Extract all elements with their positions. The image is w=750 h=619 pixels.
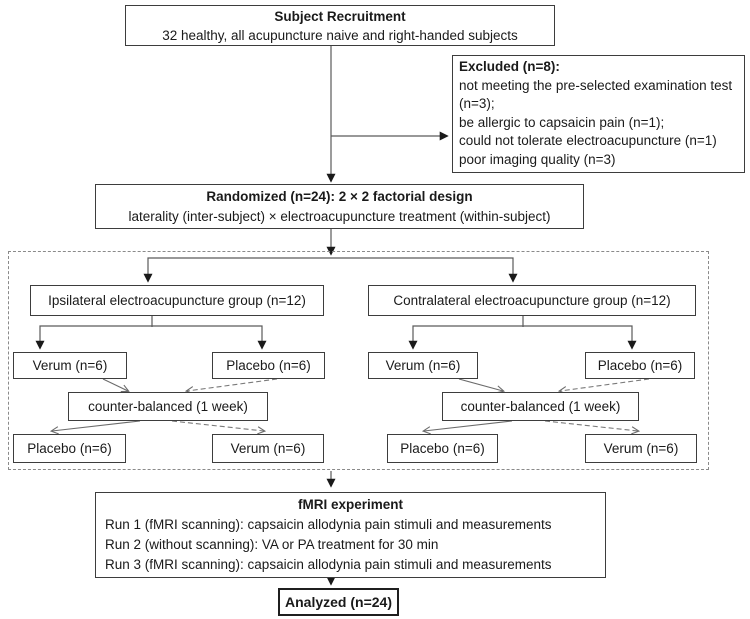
randomized-subtitle: laterality (inter-subject) × electroacup… xyxy=(128,208,551,224)
arm-label: Verum (n=6) xyxy=(230,441,306,456)
ipsi-verum-second-box: Verum (n=6) xyxy=(212,434,324,463)
contra-verum-second-box: Verum (n=6) xyxy=(585,434,697,463)
contra-counter-balanced-box: counter-balanced (1 week) xyxy=(442,392,639,421)
excluded-title: Excluded (n=8): xyxy=(459,59,560,74)
factorial-design-region xyxy=(8,251,709,470)
ipsi-placebo-first-box: Placebo (n=6) xyxy=(212,352,325,379)
subject-recruitment-box: Subject Recruitment 32 healthy, all acup… xyxy=(125,5,555,46)
excluded-item: be allergic to capsaicin pain (n=1); xyxy=(459,114,665,130)
counter-balanced-label: counter-balanced (1 week) xyxy=(460,399,621,414)
arm-label: Placebo (n=6) xyxy=(226,358,311,373)
fmri-run-2: Run 2 (without scanning): VA or PA treat… xyxy=(105,537,439,552)
ipsi-placebo-second-box: Placebo (n=6) xyxy=(13,434,126,463)
arm-label: Verum (n=6) xyxy=(385,358,461,373)
counter-balanced-label: counter-balanced (1 week) xyxy=(88,399,248,414)
arm-label: Verum (n=6) xyxy=(32,358,108,373)
ipsilateral-group-box: Ipsilateral electroacupuncture group (n=… xyxy=(30,285,324,316)
fmri-experiment-box: fMRI experiment Run 1 (fMRI scanning): c… xyxy=(95,492,606,578)
contralateral-group-box: Contralateral electroacupuncture group (… xyxy=(368,285,696,316)
subject-recruitment-subtitle: 32 healthy, all acupuncture naive and ri… xyxy=(162,27,518,43)
ipsilateral-group-label: Ipsilateral electroacupuncture group (n=… xyxy=(48,293,306,308)
randomized-title: Randomized (n=24): 2 × 2 factorial desig… xyxy=(206,188,473,204)
subject-recruitment-title: Subject Recruitment xyxy=(274,8,406,24)
arm-label: Placebo (n=6) xyxy=(400,441,485,456)
fmri-run-3: Run 3 (fMRI scanning): capsaicin allodyn… xyxy=(105,557,552,572)
analyzed-box: Analyzed (n=24) xyxy=(278,588,399,616)
excluded-item: not meeting the pre-selected examination… xyxy=(459,77,733,112)
arm-label: Verum (n=6) xyxy=(603,441,679,456)
randomized-box: Randomized (n=24): 2 × 2 factorial desig… xyxy=(95,184,584,229)
ipsi-counter-balanced-box: counter-balanced (1 week) xyxy=(68,392,268,421)
analyzed-label: Analyzed (n=24) xyxy=(285,593,392,610)
contralateral-group-label: Contralateral electroacupuncture group (… xyxy=(393,293,671,308)
excluded-item: poor imaging quality (n=3) xyxy=(459,151,616,167)
arm-label: Placebo (n=6) xyxy=(27,441,112,456)
contra-placebo-first-box: Placebo (n=6) xyxy=(585,352,695,379)
fmri-run-1: Run 1 (fMRI scanning): capsaicin allodyn… xyxy=(105,517,552,532)
ipsi-verum-first-box: Verum (n=6) xyxy=(13,352,127,379)
contra-verum-first-box: Verum (n=6) xyxy=(368,352,478,379)
contra-placebo-second-box: Placebo (n=6) xyxy=(387,434,498,463)
fmri-title: fMRI experiment xyxy=(297,497,404,512)
excluded-item: could not tolerate electroacupuncture (n… xyxy=(459,133,717,149)
excluded-box: Excluded (n=8): not meeting the pre-sele… xyxy=(452,55,745,173)
arm-label: Placebo (n=6) xyxy=(597,358,683,373)
